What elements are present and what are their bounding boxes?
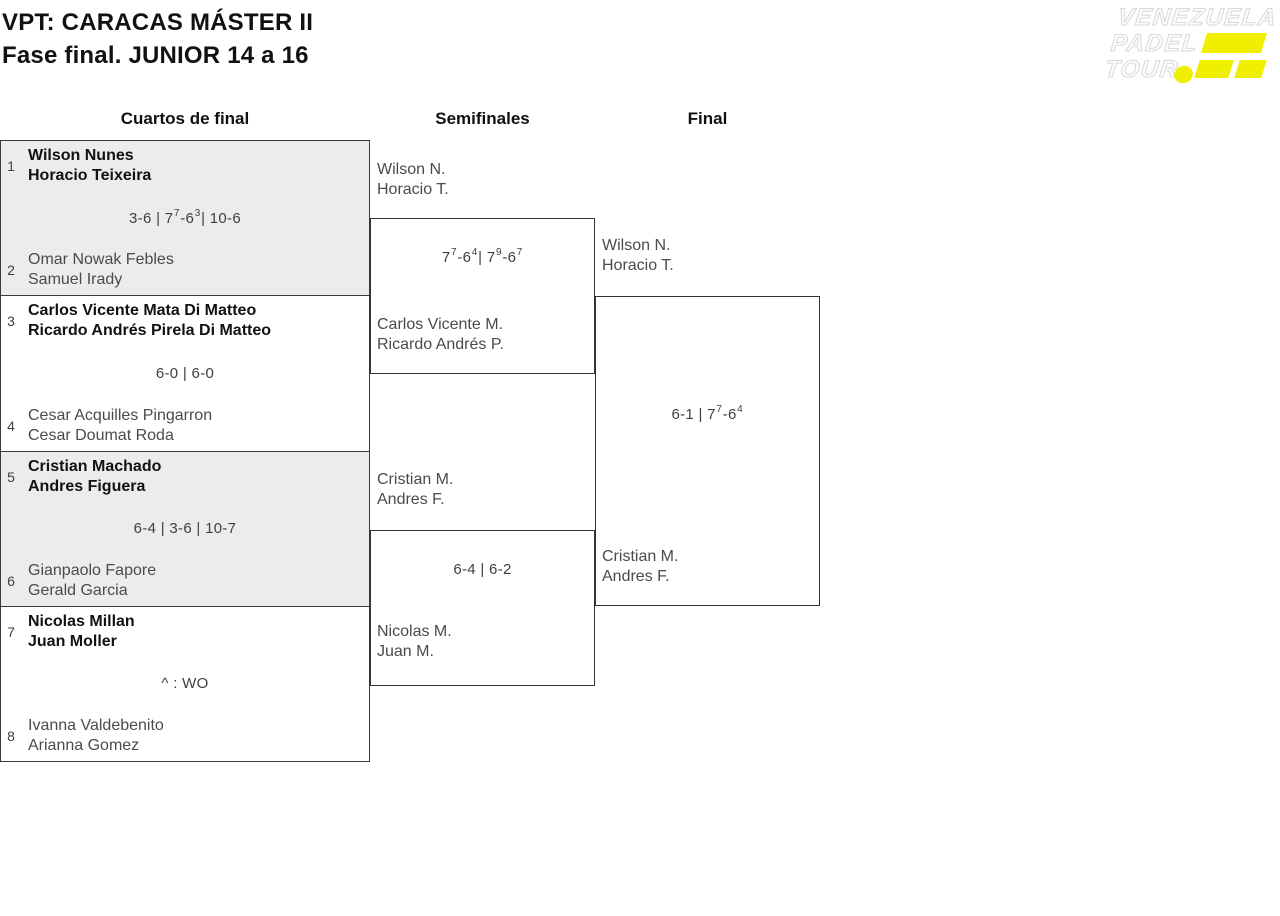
- seed-number: 3: [7, 313, 15, 330]
- match-score: 6-0 | 6-0: [155, 364, 215, 382]
- logo-bar-large: [1200, 33, 1268, 53]
- round-header-final: Final: [687, 109, 728, 128]
- seed-number: 8: [7, 728, 15, 744]
- seed-number: 7: [7, 623, 15, 640]
- seed-number: 4: [7, 417, 15, 434]
- team-name: Cristian Machado Andres Figuera: [28, 457, 162, 495]
- match-team-top: 1 Wilson Nunes Horacio Teixeira: [1, 146, 363, 186]
- final-box: [595, 296, 820, 606]
- final-team-bottom: Cristian M. Andres F.: [602, 548, 679, 585]
- seed-number: 5: [7, 468, 15, 485]
- logo-text-venezuela: VENEZUELA: [1116, 4, 1279, 32]
- round-header-quarterfinals: Cuartos de final: [120, 109, 250, 128]
- qf-match-2: 3 Carlos Vicente Mata Di Matteo Ricardo …: [1, 295, 369, 451]
- match-team-top: 3 Carlos Vicente Mata Di Matteo Ricardo …: [1, 301, 363, 341]
- sf2-team-top: Cristian M. Andres F.: [377, 471, 454, 508]
- match-team-bottom: 8 Ivanna Valdebenito Arianna Gomez: [1, 716, 363, 756]
- logo-bar-small-right: [1234, 60, 1267, 78]
- sf1-team-bottom: Carlos Vicente M. Ricardo Andrés P.: [377, 316, 504, 353]
- match-score: 6-4 | 3-6 | 10-7: [133, 520, 237, 538]
- team-name: Gianpaolo Fapore Gerald Garcia: [28, 561, 157, 599]
- logo-bar-small-left: [1194, 60, 1234, 78]
- venezuela-padel-tour-logo: VENEZUELA PADEL TOUR: [1098, 2, 1279, 92]
- team-name: Ivanna Valdebenito Arianna Gomez: [28, 717, 164, 754]
- tournament-name: VPT: CARACAS MÁSTER II: [2, 9, 314, 36]
- match-score: ^ : WO: [161, 675, 209, 693]
- team-name: Cesar Acquilles Pingarron Cesar Doumat R…: [28, 406, 213, 444]
- semifinal-2-box: [370, 530, 595, 686]
- page-title: VPT: CARACAS MÁSTER II Fase final. JUNIO…: [2, 6, 313, 72]
- logo-text-tour: TOUR: [1103, 56, 1180, 84]
- team-name: Omar Nowak Febles Samuel Irady: [28, 251, 174, 289]
- sf2-score: 6-4 | 6-2: [453, 560, 512, 578]
- seed-number: 1: [7, 158, 15, 174]
- team-name: Nicolas Millan Juan Moller: [28, 612, 135, 650]
- qf-match-3: 5 Cristian Machado Andres Figuera 6-4 | …: [1, 450, 369, 606]
- logo-text-padel: PADEL: [1109, 30, 1200, 58]
- match-team-top: 7 Nicolas Millan Juan Moller: [1, 612, 363, 652]
- qf-match-4: 7 Nicolas Millan Juan Moller ^ : WO 8 Iv…: [1, 605, 369, 761]
- sf2-team-bottom: Nicolas M. Juan M.: [377, 623, 452, 660]
- seed-number: 2: [7, 262, 15, 279]
- semifinal-1-box: [370, 218, 595, 374]
- seed-number: 6: [7, 572, 15, 589]
- match-team-bottom: 2 Omar Nowak Febles Samuel Irady: [1, 250, 363, 290]
- sf1-team-top: Wilson N. Horacio T.: [377, 161, 449, 198]
- match-team-bottom: 4 Cesar Acquilles Pingarron Cesar Doumat…: [1, 406, 363, 446]
- round-header-semifinals: Semifinales: [435, 109, 530, 128]
- final-team-top: Wilson N. Horacio T.: [602, 237, 674, 274]
- match-team-top: 5 Cristian Machado Andres Figuera: [1, 457, 363, 497]
- team-name: Wilson Nunes Horacio Teixeira: [28, 147, 152, 184]
- team-name: Carlos Vicente Mata Di Matteo Ricardo An…: [28, 302, 272, 340]
- phase-category: Fase final. JUNIOR 14 a 16: [2, 42, 309, 69]
- match-team-bottom: 6 Gianpaolo Fapore Gerald Garcia: [1, 561, 363, 601]
